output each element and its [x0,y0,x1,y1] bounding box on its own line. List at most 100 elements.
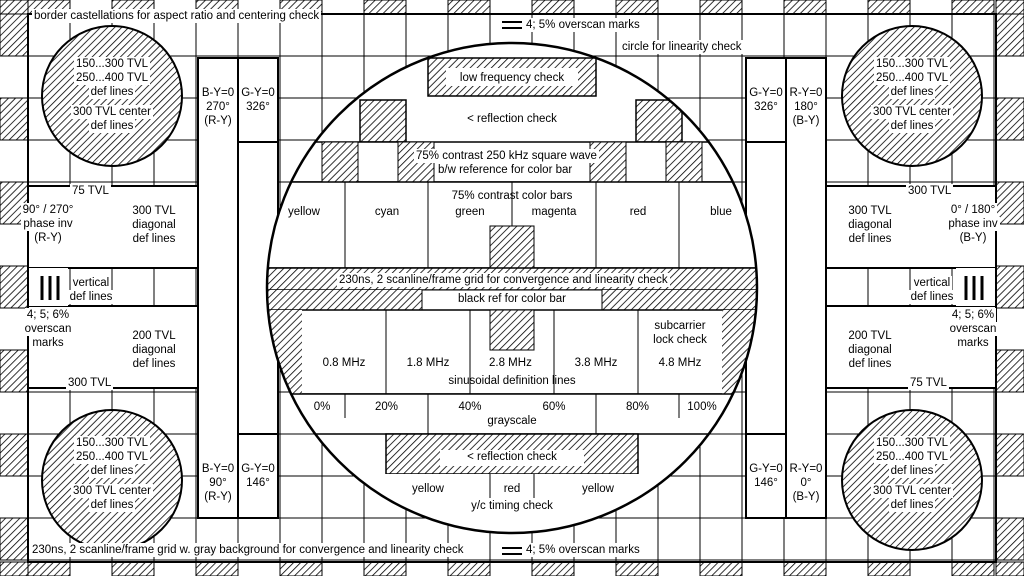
color-bar-cyan: cyan [374,206,400,218]
castellation-block [615,0,659,15]
right-phase-label: 0° / 180°phase inv(B-Y) [946,203,1000,245]
right-vertical-lines-box [956,268,996,306]
castellation-block [279,561,323,576]
left-vertical-def-lines [40,276,60,300]
castellation-block [867,0,911,15]
castellation-block [0,517,29,561]
castellation-block [995,517,1024,561]
gray-40: 40% [458,401,482,413]
low-frequency-label: low frequency check [459,72,565,84]
color-bar-red: red [629,206,647,218]
castellation-block [995,13,1024,57]
left-bottom-g-y-box [237,433,279,519]
grayscale-label: grayscale [487,415,537,427]
yc-yellow-left: yellow [412,483,444,495]
left-phase-label: 90° / 270°phase inv(R-Y) [20,203,76,245]
gray-grid-label: 230ns, 2 scanline/frame grid w. gray bac… [30,543,466,557]
freq-1-8: 1.8 MHz [406,357,450,369]
castellation-block [195,561,239,576]
freq-2-8: 2.8 MHz [487,356,534,370]
yc-yellow-right: yellow [582,483,614,495]
castellation-block [995,561,1024,576]
castellation-block [951,0,995,15]
castellation-block [0,13,29,57]
top-overscan-label: 4; 5% overscan marks [524,18,642,32]
right-bottom-g-y-box [745,433,787,519]
castellation-block [615,561,659,576]
castellation-block [0,349,29,393]
castellation-block [995,433,1024,477]
gray-20: 20% [374,401,399,413]
castellation-block [447,0,491,15]
left-75tvl-label: 75 TVL [70,184,111,198]
yc-red: red [503,483,521,495]
castellation-block [783,0,827,15]
castellation-block [27,561,71,576]
top-overscan-marks [502,21,522,29]
castellation-block [995,349,1024,393]
castellation-block [0,0,29,15]
right-top-g-y-box [745,57,787,143]
castellation-block [0,561,29,576]
castellation-block [363,561,407,576]
color-bar-green: green [455,206,485,218]
linearity-circle [265,41,759,535]
castellation-block [995,181,1024,225]
right-outer-color-column [785,57,827,519]
color-bar-yellow: yellow [288,206,320,218]
castellation-block [447,561,491,576]
castellation-block [995,265,1024,309]
yc-timing-label: y/c timing check [471,500,553,512]
color-bars-title: 75% contrast color bars [451,190,573,202]
gray-100: 100% [687,401,717,413]
castellation-block [363,0,407,15]
black-ref-label: black ref for color bar [457,293,566,305]
bw-reference-label: b/w reference for color bar [436,163,575,177]
castellation-block [531,0,575,15]
castellation-block [995,97,1024,141]
left-vertical-lines-box [28,268,68,306]
castellation-block [867,561,911,576]
bottom-overscan-label: 4; 5% overscan marks [524,543,642,557]
reflection-check-top-label: < reflection check [467,113,557,125]
freq-3-8: 3.8 MHz [574,357,618,369]
bottom-overscan-marks [502,547,522,555]
castellations-label: border castellations for aspect ratio an… [32,9,322,23]
castellation-block [951,561,995,576]
linearity-circle-label: circle for linearity check [620,40,744,54]
reflection-check-bottom-label: < reflection check [467,451,557,463]
freq-0-8: 0.8 MHz [322,357,366,369]
picture-frame [27,13,997,563]
castellation-block [111,561,155,576]
right-vertical-def-lines [964,276,984,300]
color-bar-magenta: magenta [531,206,577,218]
gray-60: 60% [542,401,566,413]
left-300tvl-label: 300 TVL [66,376,114,390]
square-wave-label: 75% contrast 250 kHz square wave [414,149,599,163]
castellation-block [699,0,743,15]
sinusoidal-label: sinusoidal definition lines [448,375,576,387]
left-top-g-y-box [237,57,279,143]
color-bar-blue: blue [710,206,732,218]
castellation-block [783,561,827,576]
